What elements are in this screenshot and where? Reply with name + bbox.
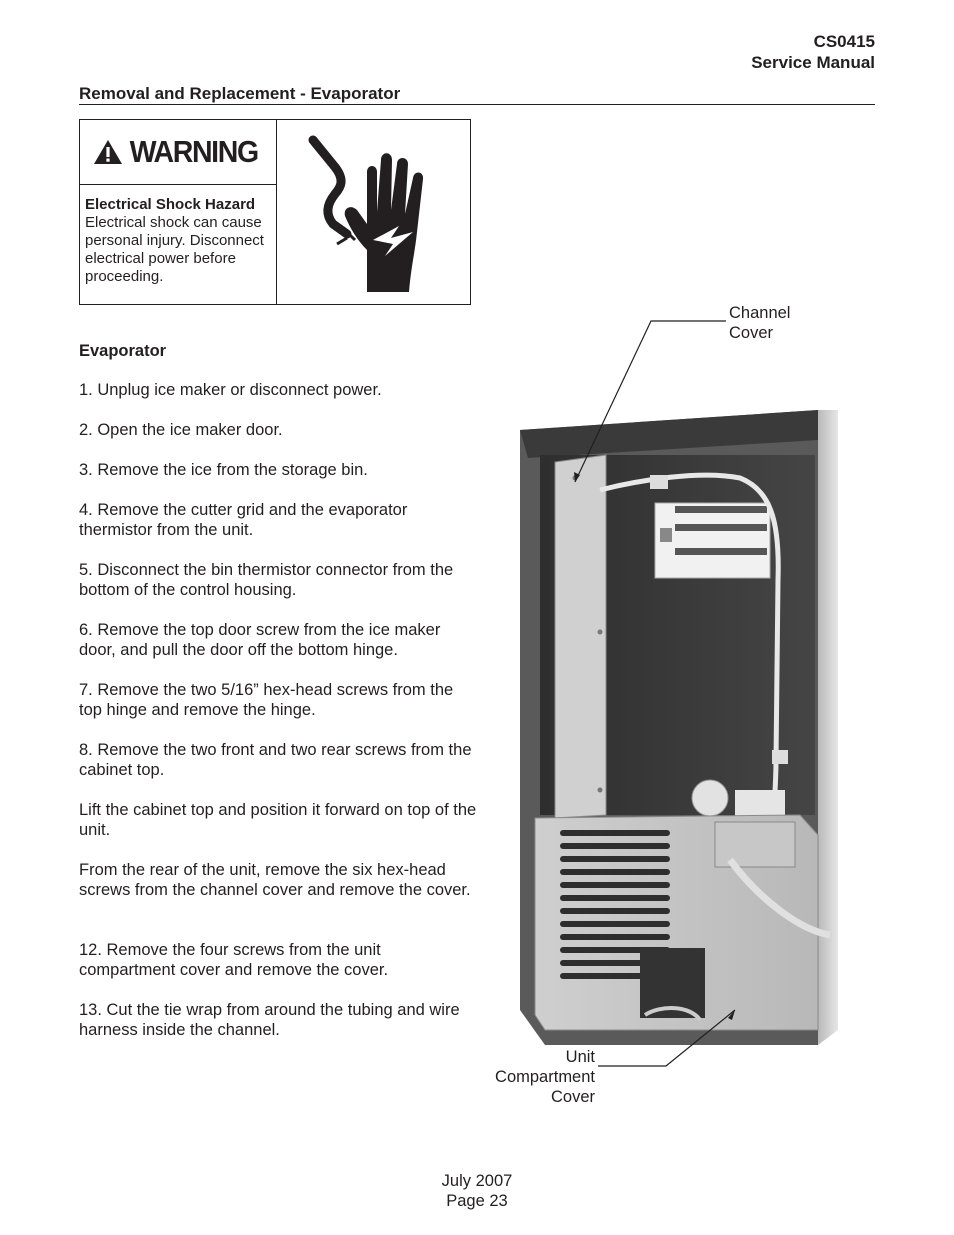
procedure-title: Evaporator: [79, 342, 167, 360]
warning-word: WARNING: [129, 134, 259, 169]
hazard-text: Electrical shock can cause personal inju…: [85, 214, 264, 285]
warning-left-panel: WARNING Electrical Shock Hazard Electric…: [80, 120, 277, 304]
warning-text: Electrical Shock Hazard Electrical shock…: [85, 196, 271, 286]
step-8: 8. Remove the two front and two rear scr…: [79, 741, 472, 779]
step-4: 4. Remove the cutter grid and the evapor…: [79, 501, 408, 539]
step-6: 6. Remove the top door screw from the ic…: [79, 621, 441, 659]
header-rule: [79, 104, 875, 105]
electric-shock-hand-icon: [308, 135, 424, 292]
unit-compartment-label-line2: Compartment: [495, 1068, 595, 1086]
unit-compartment-cover-label: Unit Compartment Cover: [495, 1047, 595, 1107]
unit-compartment-cover-leader-line: [598, 1009, 736, 1067]
step-13: 13. Cut the tie wrap from around the tub…: [79, 1001, 460, 1039]
doc-type: Service Manual: [751, 53, 875, 72]
footer-date: July 2007: [441, 1172, 513, 1190]
step-12: 12. Remove the four screws from the unit…: [79, 941, 389, 979]
warning-box: WARNING Electrical Shock Hazard Electric…: [79, 119, 471, 305]
channel-cover-label-line1: Channel: [729, 304, 791, 322]
channel-cover-label-line2: Cover: [729, 324, 774, 342]
warning-triangle-icon: [93, 140, 122, 164]
hazard-title: Electrical Shock Hazard: [85, 196, 256, 213]
unit-compartment-label-line1: Unit: [565, 1048, 595, 1066]
doc-code: CS0415: [813, 32, 875, 51]
section-title: Removal and Replacement - Evaporator: [79, 84, 401, 103]
channel-cover-leader-line: [574, 320, 726, 483]
ice-maker-rear-photo: [520, 410, 838, 1045]
channel-cover-label: Channel Cover: [729, 303, 790, 343]
step-5: 5. Disconnect the bin thermistor connect…: [79, 561, 454, 599]
unit-compartment-label-line3: Cover: [550, 1088, 595, 1106]
step-10: From the rear of the unit, remove the si…: [79, 861, 471, 899]
step-9: Lift the cabinet top and position it for…: [79, 801, 477, 839]
step-3: 3. Remove the ice from the storage bin.: [79, 461, 368, 479]
footer-page-number: Page 23: [446, 1192, 508, 1210]
step-2: 2. Open the ice maker door.: [79, 421, 283, 439]
step-1: 1. Unplug ice maker or disconnect power.: [79, 381, 382, 399]
footer: July 2007 Page 23: [0, 1171, 954, 1211]
warning-banner: WARNING: [80, 120, 276, 185]
step-7: 7. Remove the two 5/16” hex-head screws …: [79, 681, 454, 719]
